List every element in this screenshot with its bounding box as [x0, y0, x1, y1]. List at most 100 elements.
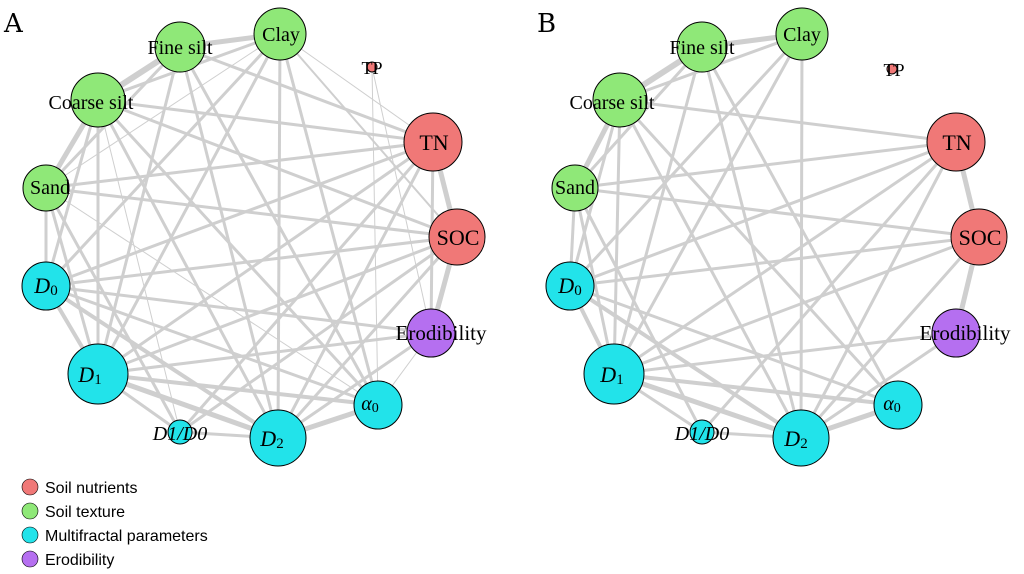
node-tn [926, 112, 986, 172]
panel-a-letter: A [3, 9, 24, 39]
node-soc [428, 208, 486, 266]
edge [44, 98, 100, 288]
label-d1-d0: D1/D0 [674, 423, 729, 445]
label-erodibility: Erodibility [920, 321, 1011, 345]
edge [573, 186, 704, 434]
edge [612, 140, 958, 376]
label-d2: D2 [259, 426, 283, 452]
legend: Soil nutrients Soil texture Multifractal… [21, 478, 208, 569]
edge [799, 235, 981, 440]
node-soc [950, 208, 1008, 266]
edge [568, 235, 981, 288]
label-d1: D1 [77, 362, 101, 388]
edge [612, 235, 981, 376]
legend-label-nutrients: Soil nutrients [45, 480, 138, 497]
edge [96, 32, 282, 376]
edge [44, 140, 435, 190]
legend-item-nutrients: Soil nutrients [21, 478, 138, 497]
edge [178, 140, 435, 434]
legend-label-multifractal: Multifractal parameters [45, 528, 208, 545]
node-sand [551, 164, 599, 212]
node-d1-d0 [689, 419, 715, 445]
legend-swatch-multifractal [21, 526, 39, 544]
node-d2 [772, 409, 830, 467]
label-d0: D0 [33, 273, 57, 299]
edge [96, 98, 459, 239]
edge [45, 33, 281, 189]
edge [618, 98, 900, 407]
label-alpha0: α0 [883, 393, 901, 416]
edge [44, 284, 380, 407]
panel-a-labels: Fine silt Clay TP Coarse silt TN Sand SO… [30, 24, 487, 452]
node-d0 [21, 261, 71, 311]
edge [178, 45, 435, 144]
panel-a-nodes [21, 7, 486, 467]
label-clay: Clay [262, 24, 300, 46]
edge [568, 140, 958, 288]
panel-a: A [3, 7, 487, 467]
edge [279, 33, 458, 238]
edge [612, 32, 804, 376]
edge [700, 140, 958, 434]
label-d1: D1 [599, 362, 623, 388]
edge [568, 32, 804, 288]
node-fine-silt [154, 21, 206, 73]
panel-b-nodes [545, 7, 1008, 467]
label-erodibility: Erodibility [396, 321, 487, 345]
edge [279, 33, 434, 143]
edge [799, 140, 958, 440]
edge [96, 45, 182, 376]
node-alpha0 [353, 380, 403, 430]
label-clay: Clay [783, 24, 821, 46]
node-coarse-silt [592, 72, 648, 128]
edge [44, 140, 435, 288]
label-fine-silt: Fine silt [669, 37, 734, 59]
edge [799, 331, 958, 440]
label-sand: Sand [555, 177, 595, 199]
legend-swatch-nutrients [21, 478, 39, 496]
edge [95, 371, 281, 441]
legend-item-multifractal: Multifractal parameters [21, 526, 208, 545]
node-alpha0 [873, 380, 923, 430]
edge [178, 235, 459, 434]
panel-b: B [537, 7, 1011, 467]
legend-item-erodibility: Erodibility [21, 550, 114, 569]
legend-item-texture: Soil texture [21, 502, 125, 521]
legend-swatch-texture [21, 502, 39, 520]
label-d1-d0: D1/D0 [152, 423, 207, 445]
edge [96, 98, 435, 144]
label-tn: TN [419, 130, 448, 155]
label-tp: TP [361, 58, 382, 78]
panel-a-edges [43, 31, 460, 441]
label-tp: TP [883, 60, 904, 80]
edge [568, 284, 900, 407]
node-fine-silt [676, 21, 728, 73]
edge [276, 331, 433, 440]
node-tp [366, 61, 378, 73]
edge [44, 235, 459, 288]
edge [96, 331, 433, 376]
label-sand: Sand [30, 177, 70, 199]
node-d2 [249, 409, 307, 467]
node-d1 [583, 343, 645, 405]
edge [45, 187, 379, 406]
edge [618, 98, 958, 144]
edge [612, 372, 900, 407]
label-coarse-silt: Coarse silt [570, 92, 655, 114]
legend-label-texture: Soil texture [45, 504, 125, 521]
label-d2: D2 [783, 426, 807, 452]
edge [96, 235, 459, 376]
panel-b-letter: B [537, 9, 556, 39]
label-soc: SOC [437, 225, 480, 250]
edge [573, 186, 616, 376]
node-d1 [67, 343, 129, 405]
node-d1-d0 [167, 419, 193, 445]
edge [96, 98, 380, 407]
edge [799, 32, 804, 440]
legend-label-erodibility: Erodibility [45, 552, 114, 569]
edge [96, 140, 435, 376]
edge [44, 32, 282, 288]
node-coarse-silt [70, 72, 126, 128]
edge [44, 284, 280, 440]
